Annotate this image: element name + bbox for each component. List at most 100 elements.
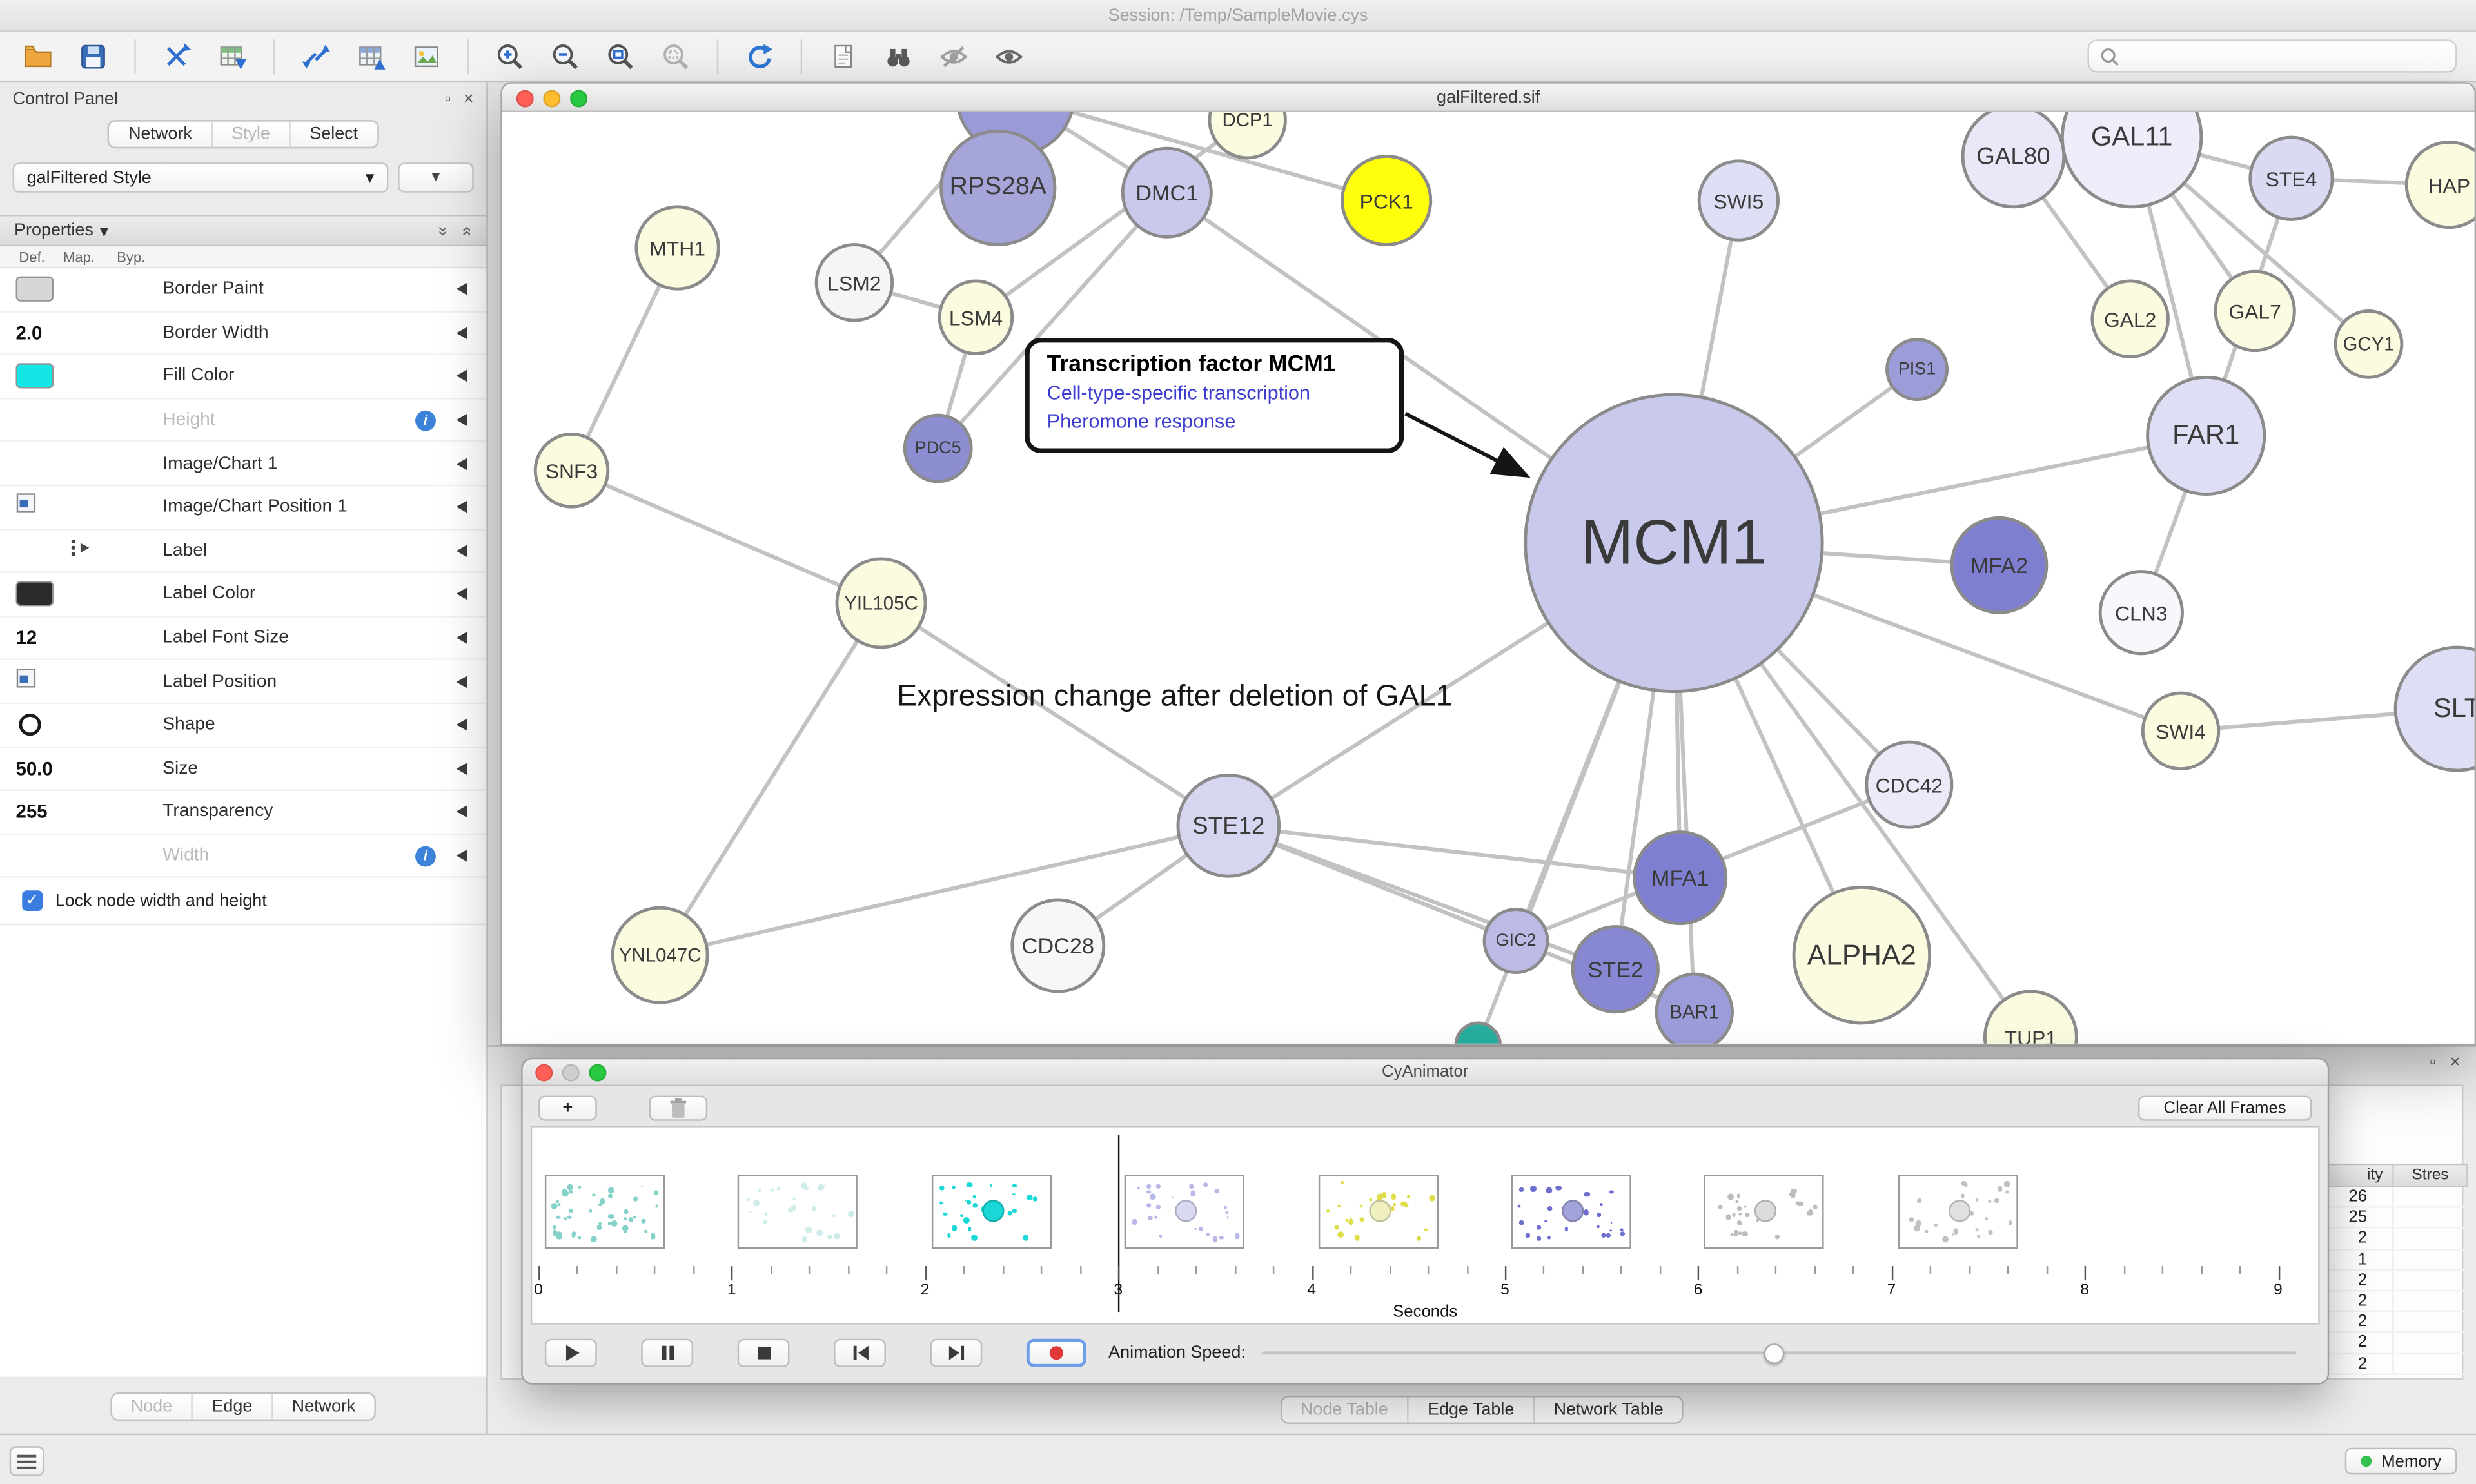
slider-thumb[interactable] [1764, 1343, 1784, 1364]
node-pdc5[interactable]: PDC5 [903, 413, 973, 483]
memory-button[interactable]: Memory [2344, 1447, 2457, 1475]
search-box[interactable] [2087, 39, 2457, 73]
play-button[interactable] [544, 1338, 597, 1367]
animation-frame-thumbnail[interactable] [931, 1175, 1052, 1249]
show-panels-button[interactable] [9, 1446, 44, 1476]
expand-arrow-icon[interactable] [456, 544, 467, 558]
animation-frame-thumbnail[interactable] [1511, 1175, 1631, 1249]
expand-arrow-icon[interactable] [456, 806, 467, 819]
property-default-cell[interactable]: 2.0 [0, 322, 70, 344]
node-tup1[interactable]: TUP1 [1983, 990, 2078, 1044]
annotation-text[interactable]: Expression change after deletion of GAL1 [897, 680, 1453, 714]
lock-checkbox[interactable]: ✓ [22, 890, 43, 912]
tab-select[interactable]: Select [289, 121, 377, 147]
node-ste4[interactable]: STE4 [2248, 135, 2334, 221]
node-alpha2[interactable]: ALPHA2 [1792, 885, 1932, 1025]
table-row[interactable]: 25 [2281, 1207, 2468, 1229]
network-edge[interactable] [658, 601, 883, 957]
timeline-playhead[interactable] [1118, 1135, 1120, 1313]
style-menu-button[interactable]: ▾ [398, 162, 474, 193]
property-row[interactable]: Fill Color [0, 355, 487, 400]
property-row[interactable]: Label Color [0, 573, 487, 617]
node-bar1[interactable]: BAR1 [1655, 972, 1734, 1044]
stop-button[interactable] [737, 1338, 790, 1367]
zoom-fit-icon[interactable] [595, 35, 645, 77]
node-ste12[interactable]: STE12 [1176, 774, 1281, 878]
close-panel-icon[interactable]: × [463, 89, 474, 108]
color-swatch[interactable] [15, 364, 54, 389]
zoom-selected-icon[interactable] [651, 35, 701, 77]
expand-arrow-icon[interactable] [456, 500, 467, 514]
expand-all-icon[interactable]: » [433, 226, 453, 236]
close-window-icon[interactable] [535, 1064, 553, 1082]
animation-frame-thumbnail[interactable] [1898, 1175, 2018, 1249]
node-gal7[interactable]: GAL7 [2214, 269, 2296, 353]
tab-network-table[interactable]: Network Table [1533, 1397, 1682, 1423]
import-table-icon[interactable] [207, 35, 257, 77]
show-all-icon[interactable] [984, 35, 1034, 77]
network-edge[interactable] [1228, 823, 1681, 880]
tab-style[interactable]: Style [211, 121, 289, 147]
animation-frame-thumbnail[interactable] [544, 1175, 665, 1249]
table-column-header[interactable]: Stres [2393, 1163, 2468, 1187]
table-row[interactable]: 2 [2281, 1229, 2468, 1250]
skip-to-start-button[interactable] [834, 1338, 886, 1367]
zoom-out-icon[interactable] [540, 35, 591, 77]
save-session-icon[interactable] [68, 35, 118, 77]
node-yil105c[interactable]: YIL105C [835, 557, 927, 649]
expand-arrow-icon[interactable] [456, 631, 467, 645]
search-neighbors-icon[interactable] [873, 35, 923, 77]
close-panel-icon[interactable]: × [2450, 1053, 2461, 1072]
property-default-cell[interactable] [0, 667, 70, 696]
skip-to-end-button[interactable] [930, 1338, 983, 1367]
duplicate-network-icon[interactable] [818, 35, 869, 77]
clear-all-frames-button[interactable]: Clear All Frames [2137, 1095, 2312, 1120]
expand-arrow-icon[interactable] [456, 370, 467, 383]
node-swi4[interactable]: SWI4 [2141, 691, 2221, 771]
table-row[interactable]: 2 [2281, 1291, 2468, 1313]
float-panel-icon[interactable]: ▫ [444, 89, 451, 108]
tab-network[interactable]: Network [128, 124, 192, 144]
node-swi5[interactable]: SWI5 [1697, 159, 1780, 242]
property-default-cell[interactable] [0, 714, 70, 736]
node-snf3[interactable]: SNF3 [533, 433, 610, 509]
node-cdc28[interactable]: CDC28 [1010, 898, 1106, 993]
node-hap[interactable]: HAP [2404, 140, 2475, 229]
cyanimator-titlebar[interactable]: CyAnimator [522, 1059, 2328, 1086]
open-session-icon[interactable] [13, 35, 63, 77]
expand-arrow-icon[interactable] [456, 326, 467, 340]
zoom-in-icon[interactable] [485, 35, 535, 77]
property-row[interactable]: Image/Chart Position 1 [0, 486, 487, 530]
expand-arrow-icon[interactable] [456, 675, 467, 688]
hide-selected-icon[interactable] [928, 35, 979, 77]
node-mfa1[interactable]: MFA1 [1633, 830, 1728, 926]
property-row[interactable]: Shape [0, 704, 487, 748]
network-edge[interactable] [1228, 823, 1616, 971]
node-mth1[interactable]: MTH1 [634, 205, 720, 291]
search-input[interactable] [2128, 46, 2446, 66]
node-lsm2[interactable]: LSM2 [814, 243, 894, 322]
property-default-cell[interactable] [0, 277, 70, 302]
property-default-cell[interactable]: 255 [0, 801, 70, 823]
delete-frame-button[interactable] [649, 1095, 708, 1120]
node-grn[interactable] [1454, 1021, 1502, 1044]
minimize-window-icon[interactable] [562, 1064, 580, 1082]
node-gal11[interactable]: GAL11 [2060, 112, 2203, 209]
property-default-cell[interactable] [0, 493, 70, 522]
tab-edge[interactable]: Edge [191, 1394, 271, 1420]
animation-frame-thumbnail[interactable] [1704, 1175, 1825, 1249]
network-window-titlebar[interactable]: galFiltered.sif [502, 83, 2475, 112]
node-ynl047c[interactable]: YNL047C [611, 906, 709, 1004]
zoom-window-icon[interactable] [589, 1064, 607, 1082]
node-far1[interactable]: FAR1 [2146, 375, 2266, 496]
record-button[interactable] [1026, 1338, 1086, 1367]
node-pis1[interactable]: PIS1 [1885, 338, 1949, 402]
node-cdc42[interactable]: CDC42 [1865, 740, 1954, 829]
node-gal2[interactable]: GAL2 [2090, 279, 2170, 358]
import-network-icon[interactable] [152, 35, 202, 77]
color-swatch[interactable] [15, 581, 54, 607]
